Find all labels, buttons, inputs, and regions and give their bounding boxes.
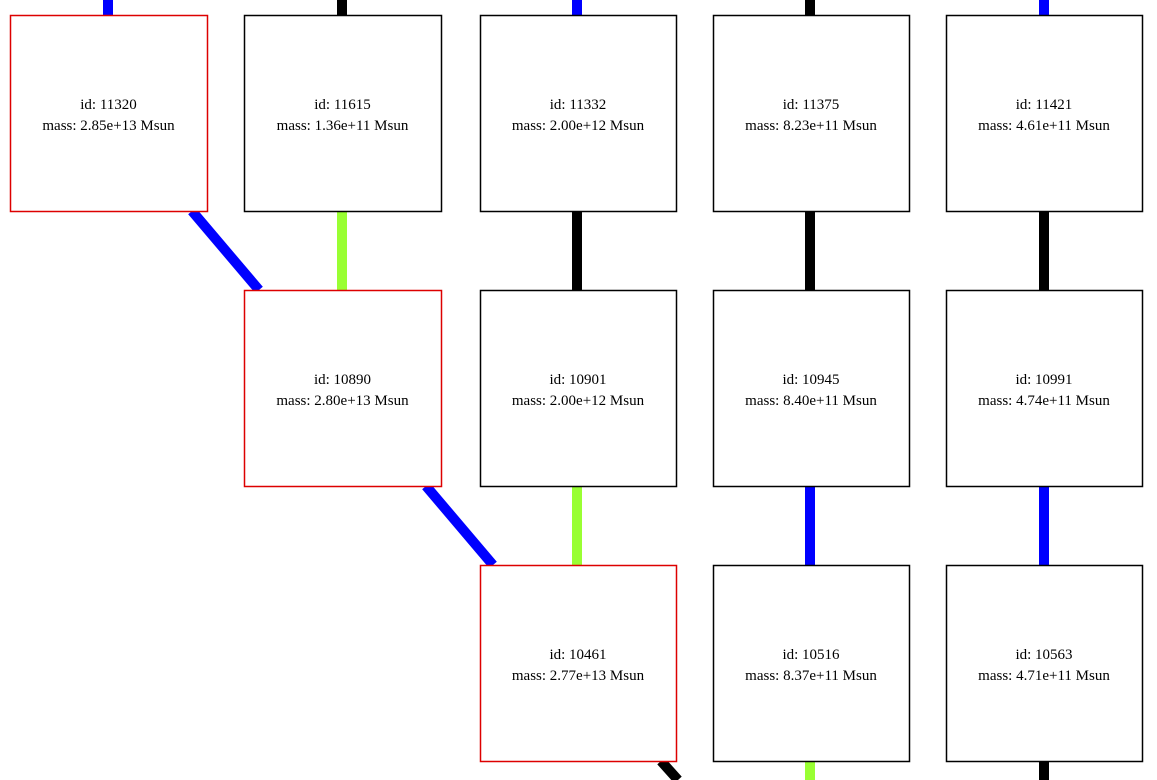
halo-node-11375: id: 11375 mass: 8.23e+11 Msun	[712, 14, 911, 213]
halo-node-10563: id: 10563 mass: 4.71e+11 Msun	[945, 564, 1144, 763]
node-id-label: id: 11421	[1016, 97, 1073, 113]
node-id-label: id: 10901	[549, 372, 606, 388]
halo-node-11320: id: 11320 mass: 2.85e+13 Msun	[9, 14, 209, 213]
node-box	[479, 564, 678, 763]
halo-node-11332: id: 11332 mass: 2.00e+12 Msun	[479, 14, 678, 213]
node-id-label: id: 10563	[1015, 647, 1072, 663]
node-box	[9, 14, 209, 213]
node-box	[243, 14, 443, 213]
edge-layer	[103, 0, 1049, 780]
node-mass-label: mass: 8.37e+11 Msun	[745, 668, 877, 684]
node-layer: id: 11320 mass: 2.85e+13 Msun id: 11615 mas…	[9, 14, 1144, 763]
node-mass-label: mass: 2.00e+12 Msun	[512, 118, 645, 134]
halo-node-10991: id: 10991 mass: 4.74e+11 Msun	[945, 289, 1144, 488]
node-mass-label: mass: 2.85e+13 Msun	[42, 118, 175, 134]
node-id-label: id: 11375	[783, 97, 840, 113]
node-box	[712, 289, 911, 488]
node-id-label: id: 10516	[782, 647, 840, 663]
node-id-label: id: 11320	[80, 97, 137, 113]
node-box	[243, 289, 443, 488]
halo-node-11421: id: 11421 mass: 4.61e+11 Msun	[945, 14, 1144, 213]
edge-n11320-to-n10890	[188, 207, 263, 294]
edge-n10461-to-below	[657, 757, 682, 780]
halo-node-10890: id: 10890 mass: 2.80e+13 Msun	[243, 289, 443, 488]
node-box	[712, 564, 911, 763]
node-box	[712, 14, 911, 213]
node-mass-label: mass: 4.74e+11 Msun	[978, 393, 1110, 409]
node-box	[945, 14, 1144, 213]
node-box	[479, 289, 678, 488]
node-mass-label: mass: 2.77e+13 Msun	[512, 668, 645, 684]
halo-node-11615: id: 11615 mass: 1.36e+11 Msun	[243, 14, 443, 213]
node-id-label: id: 11332	[550, 97, 607, 113]
node-mass-label: mass: 4.61e+11 Msun	[978, 118, 1110, 134]
node-mass-label: mass: 8.23e+11 Msun	[745, 118, 877, 134]
node-id-label: id: 10945	[782, 372, 839, 388]
node-mass-label: mass: 8.40e+11 Msun	[745, 393, 877, 409]
halo-node-10901: id: 10901 mass: 2.00e+12 Msun	[479, 289, 678, 488]
edge-n10890-to-n10461	[422, 482, 497, 569]
node-box	[945, 564, 1144, 763]
node-mass-label: mass: 1.36e+11 Msun	[277, 118, 409, 134]
halo-node-10516: id: 10516 mass: 8.37e+11 Msun	[712, 564, 911, 763]
node-mass-label: mass: 4.71e+11 Msun	[978, 668, 1110, 684]
halo-node-10461: id: 10461 mass: 2.77e+13 Msun	[479, 564, 678, 763]
node-box	[479, 14, 678, 213]
node-id-label: id: 10991	[1015, 372, 1072, 388]
halo-node-10945: id: 10945 mass: 8.40e+11 Msun	[712, 289, 911, 488]
node-box	[945, 289, 1144, 488]
node-mass-label: mass: 2.80e+13 Msun	[276, 393, 409, 409]
node-id-label: id: 10890	[314, 372, 371, 388]
node-id-label: id: 11615	[314, 97, 371, 113]
node-id-label: id: 10461	[549, 647, 606, 663]
node-mass-label: mass: 2.00e+12 Msun	[512, 393, 645, 409]
